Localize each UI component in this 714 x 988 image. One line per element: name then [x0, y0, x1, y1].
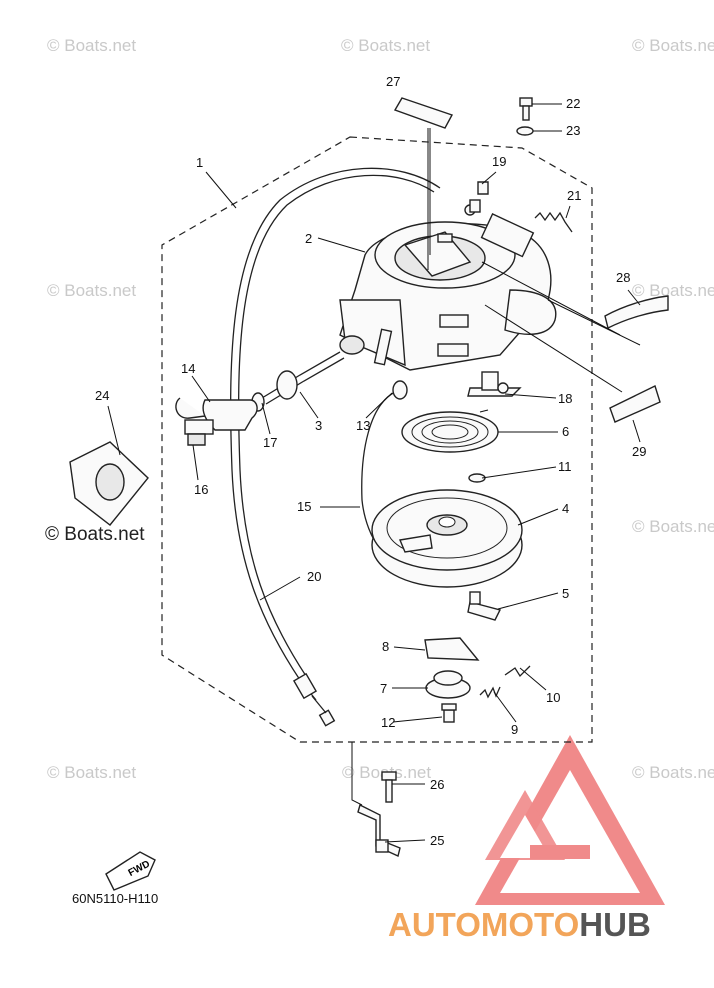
brand-logo-mark [475, 735, 665, 905]
handle-assembly [175, 351, 345, 446]
callout-label: 10 [546, 690, 560, 705]
callout-leader [504, 393, 557, 399]
callout-label: 22 [566, 96, 580, 111]
cable-guide-grommet [392, 380, 408, 400]
cable-guide-hose [361, 391, 396, 549]
drive-plate [425, 670, 471, 699]
callout-leader [384, 839, 426, 843]
decal-27 [393, 97, 454, 129]
callout-leader [259, 576, 301, 601]
callout-label: 1 [196, 155, 203, 170]
callout-leader [497, 592, 559, 610]
callout-label: 28 [616, 270, 630, 285]
drive-pawl [467, 591, 502, 621]
callout-leader [299, 391, 319, 419]
callout-leader [205, 171, 237, 209]
callout-label: 2 [305, 231, 312, 246]
callout-label: 7 [380, 681, 387, 696]
callout-label: 14 [181, 361, 195, 376]
callout-leader [107, 405, 121, 456]
callout-label: 19 [492, 154, 506, 169]
starter-housing [339, 199, 557, 371]
spring-21 [534, 211, 573, 233]
watermark-text: © Boats.net [47, 763, 136, 782]
spiral-spring [401, 409, 499, 453]
return-springs [479, 665, 531, 699]
damper-24 [69, 441, 149, 526]
callout-label: 15 [297, 499, 311, 514]
watermark-text: © Boats.net [47, 36, 136, 55]
decal-29 [609, 385, 661, 423]
callout-label: 29 [632, 444, 646, 459]
callout-label: 13 [356, 418, 370, 433]
callout-label: 6 [562, 424, 569, 439]
starter-reel [371, 489, 523, 588]
callout-leader [632, 419, 641, 443]
bolt-22 [519, 97, 533, 121]
callout-label: 23 [566, 123, 580, 138]
callout-leader [393, 646, 426, 651]
callout-leader [565, 205, 571, 219]
brand-text: AUTOMOTOHUB [388, 906, 651, 943]
callout-label: 8 [382, 639, 389, 654]
callout-leader [627, 289, 641, 306]
reference-line [484, 304, 623, 393]
callout-layer: 1234567891011121314151617181920212223242… [95, 74, 646, 848]
callout-label: 18 [558, 391, 572, 406]
callout-label: 5 [562, 586, 569, 601]
callout-label: 24 [95, 388, 109, 403]
callout-label: 3 [315, 418, 322, 433]
diagram-code: 60N5110-H110 [72, 891, 158, 906]
starter-cable-inner [238, 174, 435, 677]
callout-label: 11 [558, 459, 572, 474]
starter-pawl [467, 371, 522, 397]
callout-leader [365, 392, 393, 419]
reference-line [481, 261, 621, 336]
starter-cable [230, 167, 441, 701]
brand-text-part2: HUB [579, 906, 651, 943]
callout-leader [192, 444, 199, 481]
bracket-25 [357, 803, 401, 857]
reference-line [547, 299, 641, 346]
callout-leader [493, 691, 517, 723]
callout-leader [261, 402, 271, 435]
decal-28 [604, 295, 669, 330]
watermark-text: © Boats.net [47, 281, 136, 300]
watermark-text: © Boats.net [632, 763, 714, 782]
callout-leader [519, 667, 547, 691]
brand-text-part1: AUTOMOTO [388, 906, 579, 943]
callout-leader [392, 716, 443, 723]
watermark-text: © Boats.net [632, 281, 714, 300]
washer-23 [516, 126, 534, 136]
watermark-text: © Boats.net [341, 36, 430, 55]
watermark-text: © Boats.net [45, 524, 145, 545]
watermark-text: © Boats.net [632, 36, 714, 55]
callout-label: 25 [430, 833, 444, 848]
assembly-boundary [161, 136, 593, 743]
bolt-26 [381, 771, 397, 803]
cable-end [292, 672, 336, 727]
callout-label: 26 [430, 777, 444, 792]
callout-leader [191, 375, 211, 403]
callout-label: 9 [511, 722, 518, 737]
fwd-direction-badge: FWD [105, 851, 156, 891]
callout-label: 20 [307, 569, 321, 584]
callout-label: 16 [194, 482, 208, 497]
callout-leader [517, 508, 559, 526]
callout-label: 21 [567, 188, 581, 203]
callout-leader [317, 237, 366, 253]
watermark-text: © Boats.net [632, 517, 714, 536]
callout-label: 4 [562, 501, 569, 516]
callout-leader [481, 171, 497, 185]
callout-label: 17 [263, 435, 277, 450]
callout-label: 12 [381, 715, 395, 730]
callout-label: 27 [386, 74, 400, 89]
friction-plate [424, 637, 480, 661]
center-bolt [441, 703, 457, 723]
callout-leader [481, 466, 557, 479]
